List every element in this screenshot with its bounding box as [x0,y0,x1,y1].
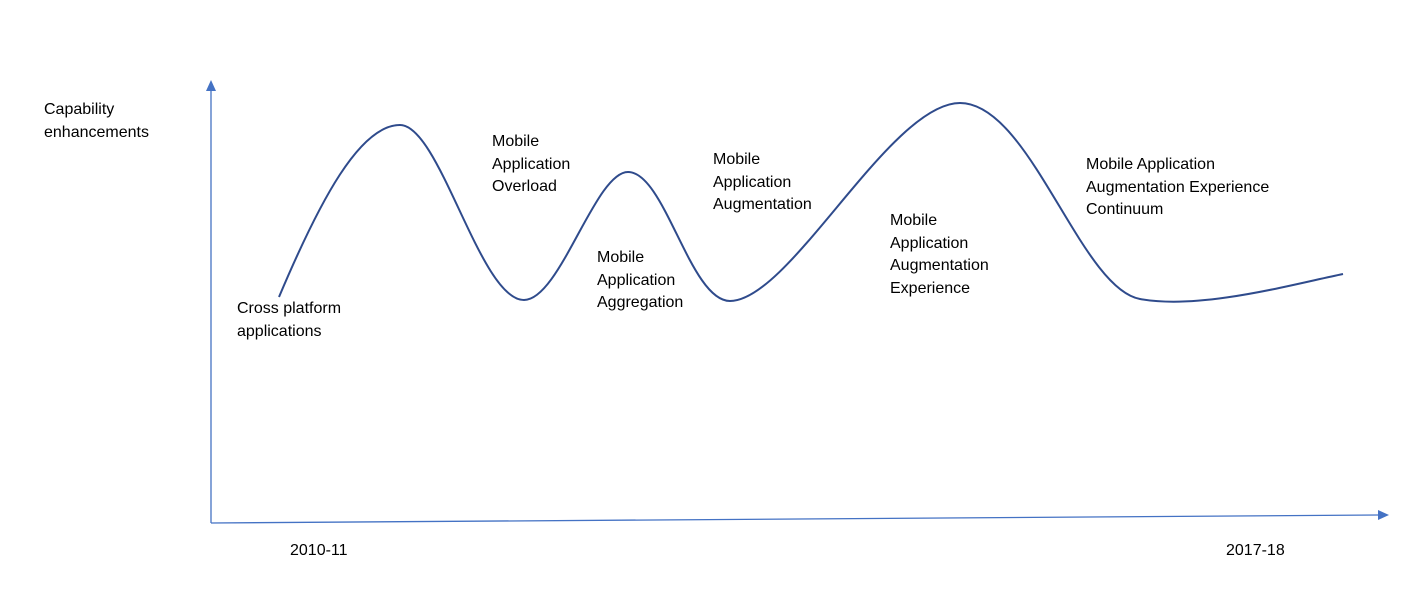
x-axis-arrow-icon [1378,510,1389,520]
y-axis-label: Capability enhancements [44,101,149,141]
phase-label-aggregation: Mobile Application Aggregation [597,249,684,311]
x-axis-end-label: 2017-18 [1226,542,1285,559]
phase-label-augmentation: Mobile Application Augmentation [713,151,812,213]
y-axis-arrow-icon [206,80,216,91]
x-axis [210,514,1379,524]
phase-label-cross-platform: Cross platform applications [237,300,342,340]
capability-curve [278,101,1344,303]
x-axis-start-label: 2010-11 [290,542,348,559]
phase-label-overload: Mobile Application Overload [492,133,571,195]
phase-label-augmentation-experience: Mobile Application Augmentation Experien… [890,212,989,297]
phase-label-continuum: Mobile Application Augmentation Experien… [1086,156,1270,218]
